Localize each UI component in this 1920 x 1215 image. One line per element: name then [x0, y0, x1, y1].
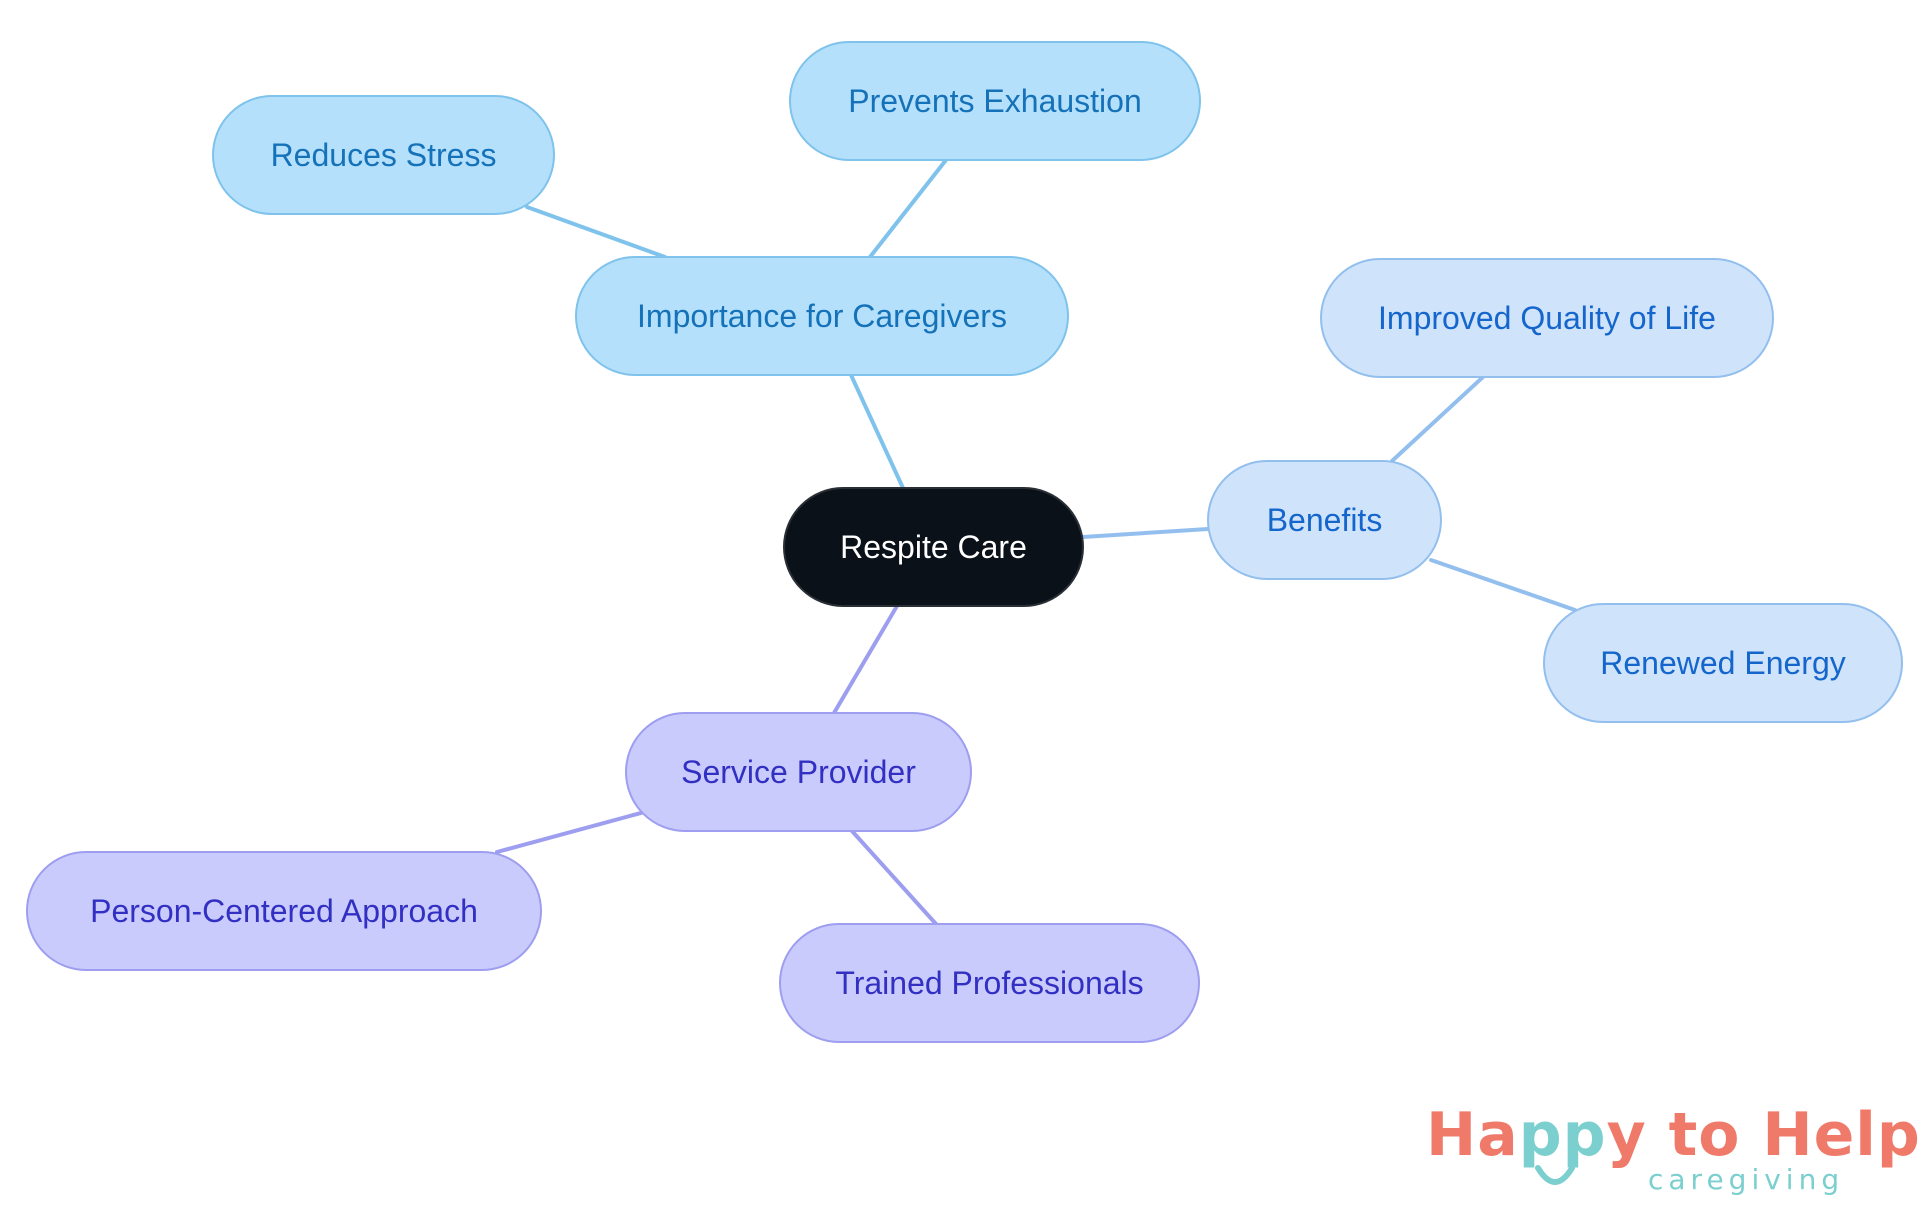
logo-subtitle: caregiving: [1648, 1163, 1845, 1196]
node-shape: [212, 95, 555, 215]
node-renewed-energy[interactable]: Renewed Energy: [1543, 603, 1903, 723]
node-label: Trained Professionals: [835, 965, 1143, 1001]
edge-person-centered: [495, 811, 643, 854]
logo-text-3: y to Help: [1606, 1100, 1920, 1170]
node-label: Prevents Exhaustion: [848, 83, 1142, 119]
edge-benefits: [1081, 527, 1210, 539]
node-shape: [779, 923, 1200, 1043]
node-shape: [26, 851, 542, 971]
node-prevents-exhaustion[interactable]: Prevents Exhaustion: [789, 41, 1201, 161]
edge-service-provider: [832, 604, 899, 715]
edges: [495, 158, 1577, 926]
smile-icon: [1535, 1165, 1575, 1185]
node-service-provider[interactable]: Service Provider: [625, 712, 972, 832]
logo-wordmark: Happy to Help: [1426, 1100, 1920, 1170]
node-label: Person-Centered Approach: [90, 893, 478, 929]
edge-prevents-exhaustion: [868, 158, 948, 259]
edge-renewed-energy: [1429, 558, 1577, 612]
happy-to-help-logo: Happy to Help caregiving: [1420, 1100, 1920, 1200]
node-shape: [1320, 258, 1774, 378]
node-shape: [625, 712, 972, 832]
node-label: Renewed Energy: [1600, 645, 1845, 681]
node-label: Benefits: [1267, 502, 1383, 538]
node-shape: [575, 256, 1069, 376]
node-person-centered[interactable]: Person-Centered Approach: [26, 851, 542, 971]
node-shape: [1207, 460, 1442, 580]
node-trained-professionals[interactable]: Trained Professionals: [779, 923, 1200, 1043]
node-shape: [789, 41, 1201, 161]
node-importance[interactable]: Importance for Caregivers: [575, 256, 1069, 376]
edge-reduces-stress: [525, 205, 667, 259]
node-reduces-stress[interactable]: Reduces Stress: [212, 95, 555, 215]
edge-trained-professionals: [850, 829, 938, 926]
node-shape: [1543, 603, 1903, 723]
logo-text-1: Ha: [1426, 1100, 1519, 1170]
node-benefits[interactable]: Benefits: [1207, 460, 1442, 580]
edge-importance: [849, 373, 905, 490]
node-label: Respite Care: [840, 529, 1027, 565]
node-root[interactable]: Respite Care: [783, 487, 1084, 607]
node-label: Improved Quality of Life: [1378, 300, 1716, 336]
edge-improved-quality: [1390, 375, 1485, 463]
nodes: Respite Care Importance for Caregivers Red…: [26, 41, 1903, 1043]
node-label: Reduces Stress: [271, 137, 497, 173]
logo-text-2: pp: [1518, 1100, 1607, 1170]
node-label: Importance for Caregivers: [637, 298, 1007, 334]
node-shape: [783, 487, 1084, 607]
node-label: Service Provider: [681, 754, 916, 790]
node-improved-quality[interactable]: Improved Quality of Life: [1320, 258, 1774, 378]
